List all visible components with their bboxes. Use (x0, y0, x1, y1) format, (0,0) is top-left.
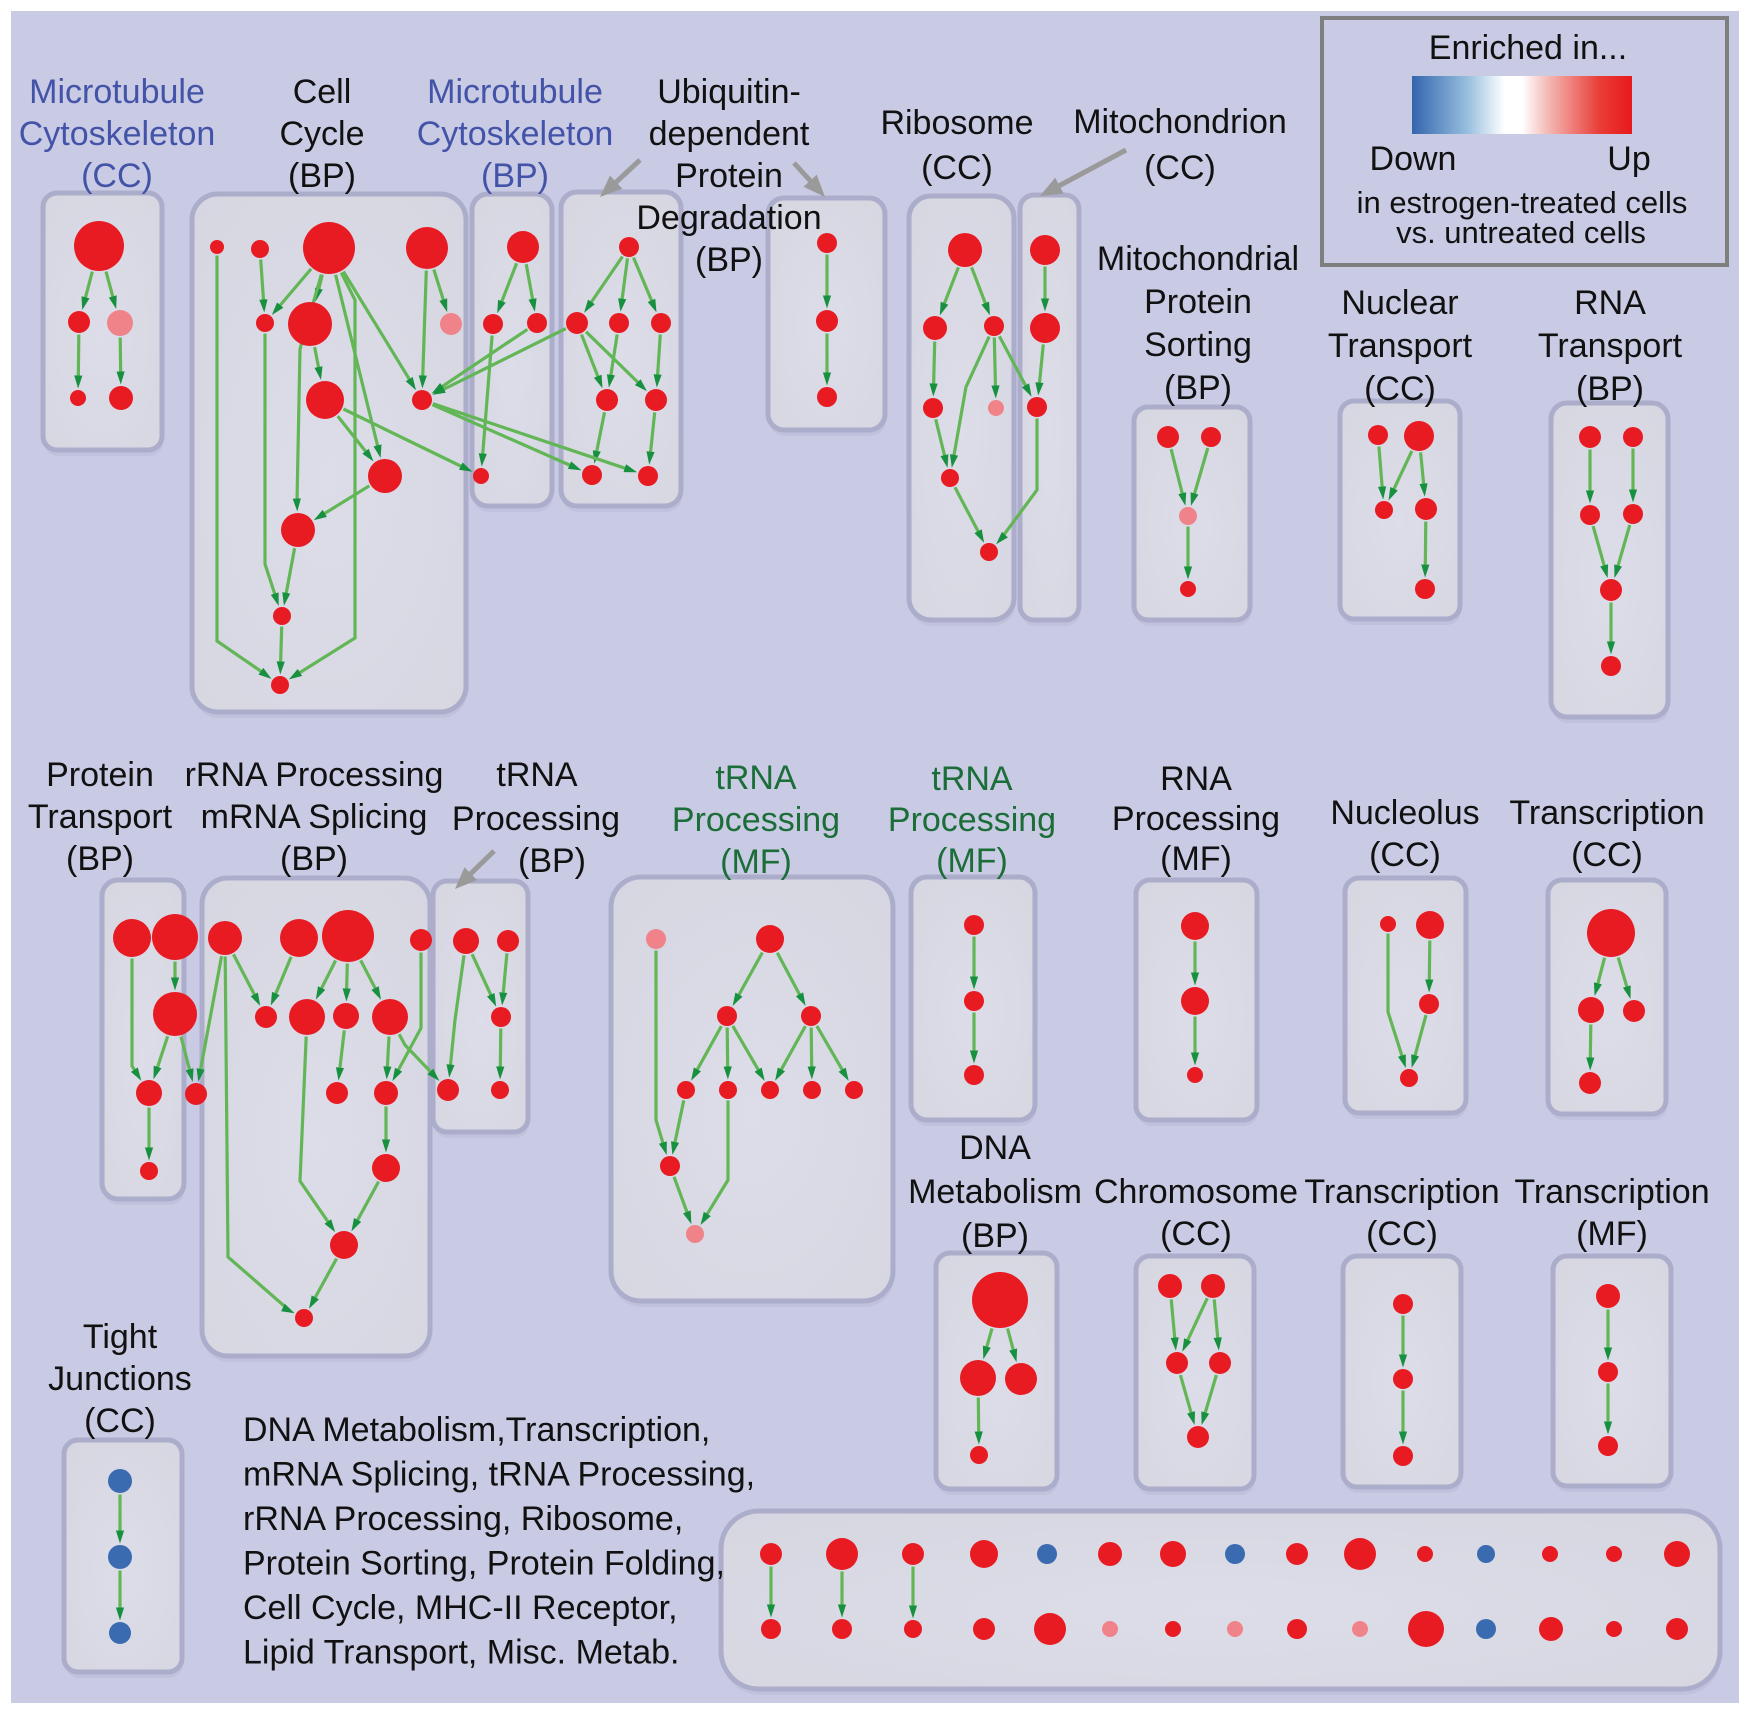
svg-text:(BP): (BP) (695, 241, 763, 279)
svg-text:Microtubule: Microtubule (29, 73, 205, 111)
svg-text:Transcription: Transcription (1514, 1173, 1709, 1211)
svg-text:Cytoskeleton: Cytoskeleton (417, 115, 614, 153)
svg-text:RNA: RNA (1574, 284, 1646, 322)
svg-text:Metabolism: Metabolism (908, 1173, 1082, 1211)
svg-text:Up: Up (1607, 140, 1650, 178)
svg-text:mRNA Splicing, tRNA Processing: mRNA Splicing, tRNA Processing, (243, 1456, 755, 1494)
svg-text:vs. untreated cells: vs. untreated cells (1396, 215, 1646, 250)
svg-text:tRNA: tRNA (715, 759, 797, 797)
svg-text:Ubiquitin-: Ubiquitin- (657, 73, 801, 111)
svg-text:(MF): (MF) (1576, 1215, 1648, 1253)
svg-text:(CC): (CC) (1571, 836, 1643, 874)
svg-text:Cell: Cell (293, 73, 352, 111)
svg-text:Microtubule: Microtubule (427, 73, 603, 111)
svg-text:(BP): (BP) (66, 840, 134, 878)
svg-text:Nucleolus: Nucleolus (1330, 794, 1479, 832)
svg-text:Degradation: Degradation (636, 199, 821, 237)
svg-text:Transport: Transport (28, 798, 173, 836)
svg-text:Mitochondrial: Mitochondrial (1097, 240, 1299, 278)
svg-text:Sorting: Sorting (1144, 326, 1252, 364)
svg-text:(CC): (CC) (1160, 1215, 1232, 1253)
svg-text:Protein: Protein (46, 756, 154, 794)
svg-text:DNA Metabolism,Transcription,: DNA Metabolism,Transcription, (243, 1411, 710, 1449)
svg-text:(BP): (BP) (518, 842, 586, 880)
svg-text:Mitochondrion: Mitochondrion (1073, 103, 1287, 141)
svg-text:Cell Cycle, MHC-II Receptor,: Cell Cycle, MHC-II Receptor, (243, 1589, 678, 1627)
svg-text:Processing: Processing (452, 800, 620, 838)
svg-text:(CC): (CC) (921, 149, 993, 187)
svg-text:(MF): (MF) (720, 843, 792, 881)
svg-text:Protein: Protein (675, 157, 783, 195)
svg-text:Enriched in...: Enriched in... (1429, 29, 1627, 67)
svg-text:tRNA: tRNA (496, 756, 578, 794)
svg-text:Protein: Protein (1144, 283, 1252, 321)
svg-text:(BP): (BP) (1164, 369, 1232, 407)
svg-text:RNA: RNA (1160, 760, 1232, 798)
svg-text:(CC): (CC) (84, 1402, 156, 1440)
svg-text:rRNA Processing, Ribosome,: rRNA Processing, Ribosome, (243, 1500, 683, 1538)
svg-text:(CC): (CC) (81, 157, 153, 195)
svg-text:in estrogen-treated cells: in estrogen-treated cells (1357, 185, 1688, 220)
svg-text:(BP): (BP) (481, 157, 549, 195)
svg-text:Nuclear: Nuclear (1341, 284, 1458, 322)
svg-text:mRNA Splicing: mRNA Splicing (201, 798, 428, 836)
svg-text:(CC): (CC) (1144, 149, 1216, 187)
svg-text:Transport: Transport (1538, 327, 1683, 365)
svg-text:(CC): (CC) (1369, 836, 1441, 874)
svg-text:(CC): (CC) (1366, 1215, 1438, 1253)
svg-text:Cycle: Cycle (279, 115, 364, 153)
svg-text:(CC): (CC) (1364, 370, 1436, 408)
svg-text:Lipid Transport, Misc. Metab.: Lipid Transport, Misc. Metab. (243, 1634, 680, 1672)
svg-text:Transcription: Transcription (1304, 1173, 1499, 1211)
svg-text:Cytoskeleton: Cytoskeleton (19, 115, 216, 153)
svg-text:Down: Down (1370, 140, 1457, 178)
svg-text:(BP): (BP) (961, 1217, 1029, 1255)
svg-text:Processing: Processing (672, 801, 840, 839)
svg-text:Transport: Transport (1328, 327, 1473, 365)
svg-text:(BP): (BP) (288, 157, 356, 195)
svg-text:Tight: Tight (83, 1318, 158, 1356)
svg-text:tRNA: tRNA (931, 760, 1013, 798)
svg-text:Protein Sorting, Protein Foldi: Protein Sorting, Protein Folding, (243, 1545, 725, 1583)
svg-text:(MF): (MF) (1160, 840, 1232, 878)
svg-text:Transcription: Transcription (1509, 794, 1704, 832)
svg-text:DNA: DNA (959, 1129, 1031, 1167)
svg-text:Chromosome: Chromosome (1094, 1173, 1298, 1211)
svg-text:(BP): (BP) (1576, 370, 1644, 408)
svg-text:Processing: Processing (888, 801, 1056, 839)
svg-text:(BP): (BP) (280, 840, 348, 878)
svg-text:Junctions: Junctions (48, 1360, 192, 1398)
svg-text:dependent: dependent (649, 115, 810, 153)
svg-text:Processing: Processing (1112, 800, 1280, 838)
svg-text:(MF): (MF) (936, 842, 1008, 880)
svg-text:Ribosome: Ribosome (880, 104, 1033, 142)
svg-text:rRNA Processing: rRNA Processing (185, 756, 444, 794)
